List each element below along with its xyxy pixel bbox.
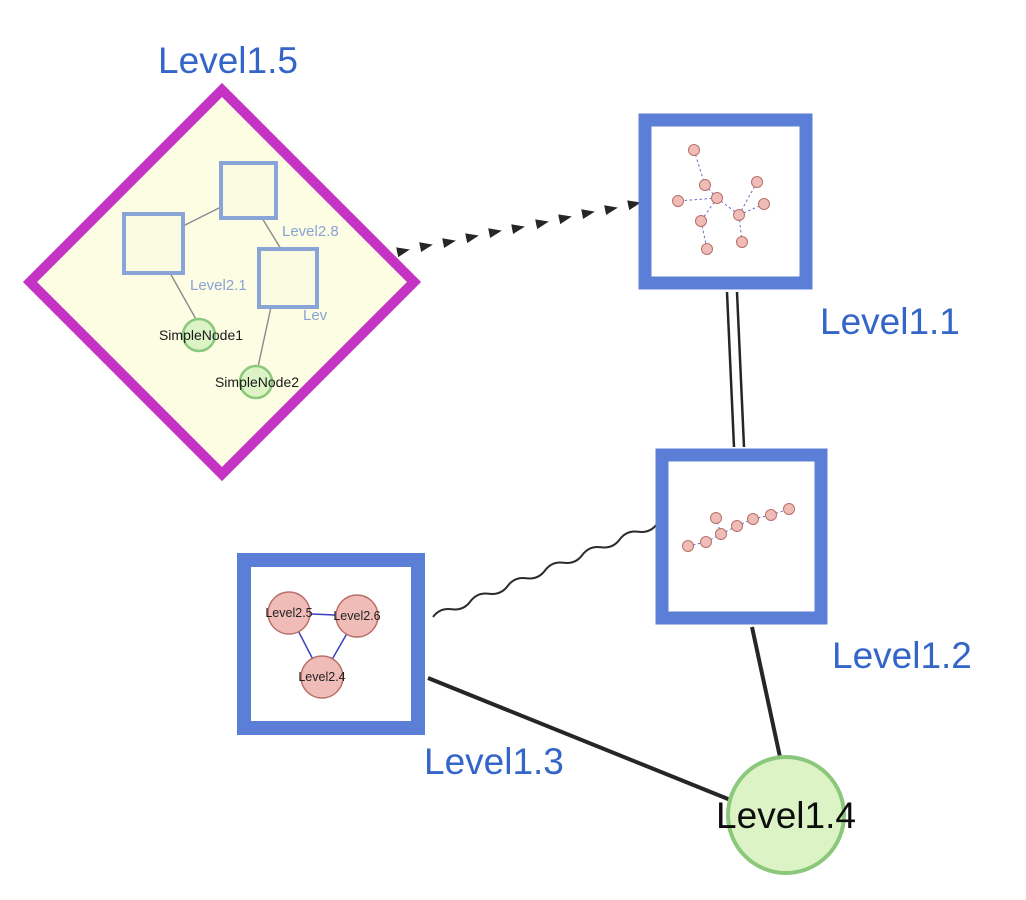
mini-network-node[interactable] xyxy=(751,176,763,188)
edge-level11-level12-double xyxy=(725,291,746,448)
mini-network-node[interactable] xyxy=(783,503,795,515)
label-level13: Level1.3 xyxy=(424,741,564,782)
mini-network-node[interactable] xyxy=(672,195,684,207)
inner-edge-sqlev-simplenode2 xyxy=(257,306,272,368)
mini-network-node[interactable] xyxy=(688,144,700,156)
label-level25: Level2.5 xyxy=(265,606,312,620)
mini-network-node[interactable] xyxy=(701,243,713,255)
node-level15[interactable]: Level2.8 Level2.1 Lev SimpleNode1 Simple… xyxy=(22,40,422,482)
label-level26: Level2.6 xyxy=(333,609,380,623)
level12-network xyxy=(682,503,795,552)
mini-network-node[interactable] xyxy=(733,209,745,221)
mini-network-edge xyxy=(738,181,758,216)
mini-network-node[interactable] xyxy=(758,198,770,210)
mini-network-node[interactable] xyxy=(731,520,743,532)
node-level25[interactable] xyxy=(267,591,311,635)
inner-edge-sq28-sq21 xyxy=(182,206,222,227)
mini-network-node[interactable] xyxy=(710,512,722,524)
level14-circle[interactable] xyxy=(726,755,846,875)
mini-network-node[interactable] xyxy=(699,179,711,191)
edge-level12-level14 xyxy=(750,626,782,758)
edge-level13-level12 xyxy=(432,523,658,618)
mini-network-edge xyxy=(677,197,718,202)
level11-box[interactable] xyxy=(638,113,813,290)
mini-network-node[interactable] xyxy=(711,192,723,204)
level15-inner-content: Level2.8 Level2.1 Lev SimpleNode1 Simple… xyxy=(122,161,339,400)
mini-network-node[interactable] xyxy=(695,215,707,227)
label-simplenode1: SimpleNode1 xyxy=(159,327,243,343)
node-level14[interactable]: Level1.4 xyxy=(716,755,856,875)
level11-network xyxy=(672,144,770,255)
node-level11[interactable]: Level1.1 xyxy=(638,113,960,342)
node-simplenode1[interactable] xyxy=(181,317,217,353)
node-level13[interactable]: Level2.5 Level2.6 Level2.4 Level1.3 xyxy=(237,553,564,782)
label-simplenode2: SimpleNode2 xyxy=(215,374,299,390)
mini-network-node[interactable] xyxy=(715,528,727,540)
level15-diamond-shape[interactable] xyxy=(22,82,422,482)
mini-network-node[interactable] xyxy=(736,236,748,248)
label-level15: Level1.5 xyxy=(158,40,298,81)
node-level12[interactable]: Level1.2 xyxy=(655,448,972,676)
mini-network-node[interactable] xyxy=(700,536,712,548)
node-level26[interactable] xyxy=(335,594,379,638)
mini-network-node[interactable] xyxy=(747,513,759,525)
inner-edge-sq28-sqlev xyxy=(261,217,282,250)
level12-box[interactable] xyxy=(655,448,828,625)
label-level12: Level1.2 xyxy=(832,635,972,676)
edge-level13-level14 xyxy=(427,676,734,803)
label-level14: Level1.4 xyxy=(716,795,856,836)
label-level28: Level2.8 xyxy=(282,223,339,240)
label-level21: Level2.1 xyxy=(190,277,247,294)
label-lev: Lev xyxy=(303,307,328,324)
mini-network-edge xyxy=(693,149,706,186)
edges xyxy=(396,200,782,803)
node-level21[interactable] xyxy=(122,212,185,275)
level13-network: Level2.5 Level2.6 Level2.4 xyxy=(265,591,381,699)
node-simplenode2[interactable] xyxy=(238,364,274,400)
node-lev[interactable] xyxy=(257,247,319,309)
label-level11: Level1.1 xyxy=(820,301,960,342)
inner-edge-sq21-simplenode1 xyxy=(169,272,198,322)
node-level28[interactable] xyxy=(219,161,278,220)
level13-box[interactable] xyxy=(237,553,425,735)
node-level24[interactable] xyxy=(300,655,344,699)
mini-network-node[interactable] xyxy=(682,540,694,552)
edge-level15-level11-arrow-chain xyxy=(396,200,641,258)
label-level24: Level2.4 xyxy=(298,670,345,684)
mini-network-node[interactable] xyxy=(765,509,777,521)
